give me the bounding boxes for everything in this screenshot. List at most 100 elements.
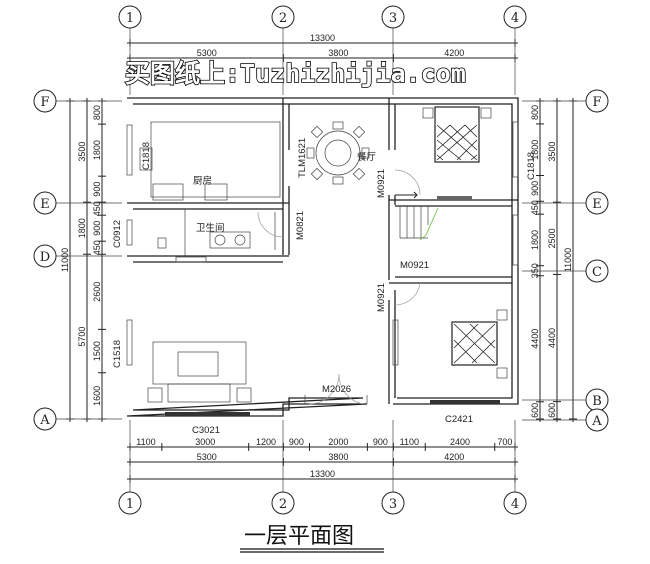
right-bays-label: 3500 — [547, 142, 557, 162]
bottom-bays-label: 5300 — [197, 452, 217, 462]
left-segments-label: 1500 — [92, 341, 102, 361]
right-segments-label: 450 — [530, 200, 540, 215]
window-c1818 — [512, 121, 519, 178]
axis-bottom-1-bubble — [118, 491, 142, 515]
right-segments-label: 4400 — [530, 329, 540, 349]
axis-right-A-label: A — [591, 414, 602, 429]
bottom-segments-label: 2000 — [328, 437, 348, 447]
bathroom-fixtures — [157, 231, 251, 249]
left-bays-label: 1800 — [77, 218, 87, 238]
axis-bottom-2-label: 2 — [279, 497, 287, 512]
sink — [152, 183, 184, 201]
left-segments-label: 1800 — [92, 140, 102, 160]
axis-left-E-label: E — [40, 197, 50, 212]
dining-table — [306, 121, 370, 185]
door-tlm1621-label: TLM1621 — [297, 138, 308, 178]
bed-2 — [392, 309, 508, 379]
top-bays-label: 3800 — [328, 48, 348, 58]
window-c3021-label: C3021 — [192, 425, 220, 436]
windows — [126, 121, 519, 416]
axis-left-F-label: F — [40, 95, 49, 110]
doors — [257, 169, 421, 405]
window-c1518 — [126, 319, 133, 366]
window-stair — [512, 214, 519, 266]
axis-right-A-bubble — [585, 408, 609, 432]
washbasin-icon — [234, 234, 246, 246]
title-underline — [240, 548, 384, 553]
window-bath — [175, 256, 207, 263]
axis-right-E-label: E — [592, 197, 602, 212]
axis-top-1-label: 1 — [126, 11, 134, 26]
door-m0921-bed1-label: M0921 — [376, 169, 387, 198]
axis-left-A-bubble — [33, 407, 57, 431]
axis-top-1-bubble — [118, 5, 142, 29]
left-segments-label: 800 — [92, 105, 102, 120]
axis-right-C-bubble — [585, 259, 609, 283]
right-segments-label: 800 — [530, 105, 540, 120]
top-bays-label: 4200 — [444, 48, 464, 58]
bottom-segments-label: 1100 — [136, 437, 155, 447]
door-arrow — [395, 191, 418, 199]
top-bays-label: 5300 — [197, 48, 217, 58]
axis-left-D-label: D — [40, 250, 50, 265]
axis-top-2-bubble — [271, 5, 295, 29]
bottom-total-label: 13300 — [310, 469, 335, 479]
window-c3021 — [165, 412, 250, 416]
axis-bottom-4-label: 4 — [511, 497, 519, 512]
sofa-set — [147, 341, 252, 403]
window-kitchen — [126, 124, 133, 176]
axis-bottom-2-bubble — [271, 491, 295, 515]
window-kitchen-label: C1818 — [141, 142, 152, 170]
door-m0921-bed2-label: M0921 — [376, 283, 387, 312]
bottom-segments-label: 3000 — [195, 437, 215, 447]
watermark: 买图纸上:Tuzhizhijia.com — [125, 59, 466, 88]
axis-right-E-bubble — [585, 191, 609, 215]
left-segments-label: 900 — [92, 182, 102, 197]
axis-left-F-bubble — [33, 89, 57, 113]
right-bays-label: 600 — [547, 403, 557, 418]
room-bathroom: 卫生间 — [196, 222, 225, 234]
axis-left-E-bubble — [33, 191, 57, 215]
axis-right-B-label: B — [592, 394, 602, 409]
window-c2421 — [430, 400, 500, 404]
bottom-bays-label: 3800 — [328, 452, 348, 462]
window-c1818-label: C1818 — [526, 152, 537, 180]
axis-right-C-label: C — [592, 265, 602, 280]
bottom-segments-label: 1100 — [400, 437, 419, 447]
room-kitchen: 厨房 — [193, 175, 212, 187]
axis-top-4-bubble — [503, 5, 527, 29]
right-total-label: 11000 — [563, 248, 573, 272]
washbasin-icon — [214, 234, 226, 246]
bottom-segments-label: 700 — [497, 437, 512, 447]
axis-top-4-label: 4 — [511, 11, 519, 26]
door-bed2-swing — [394, 282, 421, 306]
dimension-lines: 13300 5300 3800 4200 1100 3000 1200 900 2000 900 1… — [60, 33, 577, 483]
left-bays-label: 5700 — [77, 327, 87, 347]
door-bed1-swing — [394, 169, 421, 196]
bottom-segments-label: 900 — [289, 437, 304, 447]
window-c0912 — [126, 219, 133, 246]
drawing-title: 一层平面图 — [244, 524, 354, 549]
bottom-segments-label: 1200 — [256, 437, 276, 447]
right-segments-label: 900 — [530, 181, 540, 196]
door-m2026-label: M2026 — [322, 384, 351, 395]
window-c2421-label: C2421 — [445, 414, 473, 425]
window-c1518-label: C1518 — [112, 340, 123, 368]
room-dining: 餐厅 — [357, 151, 377, 163]
axis-left-A-label: A — [39, 413, 50, 428]
axis-right-F-label: F — [592, 95, 601, 110]
toilet-icon — [157, 237, 167, 249]
bottom-bays-label: 4200 — [444, 452, 464, 462]
labels: 厨房 卫生间 餐厅 M2026 C3021 C2421 M0921 TLM162… — [112, 138, 537, 436]
axis-bottom-3-label: 3 — [389, 497, 397, 512]
window-c0912-label: C0912 — [112, 220, 123, 248]
kitchen-fixtures — [139, 121, 281, 201]
left-total-label: 11000 — [60, 248, 70, 272]
right-segments-label: 1800 — [530, 140, 540, 160]
axis-top-3-bubble — [381, 5, 405, 29]
stove — [204, 183, 228, 201]
left-bays-label: 3500 — [77, 142, 87, 162]
right-segments-label: 1800 — [530, 230, 540, 250]
left-segments-label: 450 — [92, 240, 102, 255]
